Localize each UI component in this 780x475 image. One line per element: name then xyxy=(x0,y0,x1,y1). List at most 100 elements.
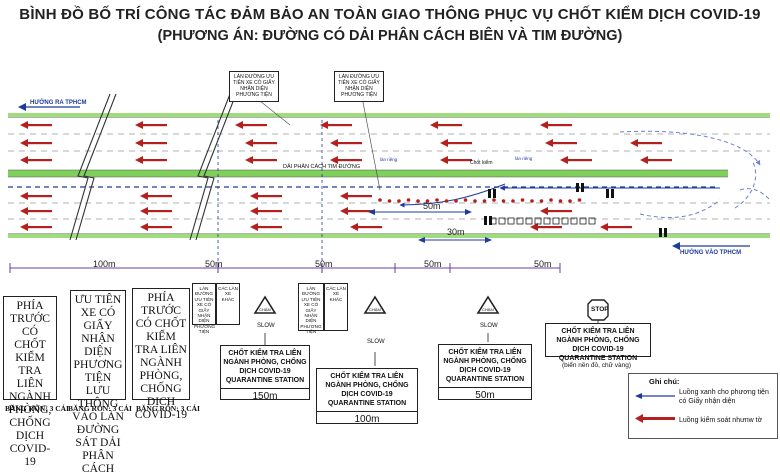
stop-sign-text: STOP xyxy=(591,306,609,313)
lane-arrow xyxy=(346,195,372,198)
diagram-title: BÌNH ĐỒ BỐ TRÍ CÔNG TÁC ĐẢM BẢO AN TOÀN … xyxy=(19,6,761,23)
barrier-block xyxy=(579,217,587,225)
lane-arrow-head xyxy=(245,139,253,147)
station-distance: 50m xyxy=(439,387,531,401)
barrier-block xyxy=(570,217,578,225)
cone xyxy=(558,199,563,203)
cone xyxy=(577,198,582,202)
legend-item-control: Luồng kiểm soát nhưnw tờ xyxy=(679,417,763,424)
station-text: CHỐT KIỂM TRA LIÊN NGÀNH PHÒNG, CHỐNG DỊ… xyxy=(443,349,527,374)
quarantine-station-sign: CHỐT KIỂM TRA LIÊN NGÀNH PHÒNG, CHỐNG DỊ… xyxy=(316,368,418,425)
cone xyxy=(435,198,439,202)
cham-sign-text: CHẬM xyxy=(259,307,271,312)
lane-arrow xyxy=(546,124,572,127)
legend-title: Ghi chú: xyxy=(649,377,680,386)
road-distance-30m: 30m xyxy=(447,227,465,237)
lane-arrow xyxy=(336,142,362,145)
lane-arrow-head xyxy=(545,139,553,147)
lane-arrow xyxy=(26,159,52,162)
lane-arrow xyxy=(606,226,632,229)
lane-arrow-head xyxy=(235,121,243,129)
lane-arrow xyxy=(546,210,572,213)
checkpoint-label: Chốt kiểm xyxy=(470,160,493,166)
lane-arrow-head xyxy=(330,139,338,147)
lane-arrow-head xyxy=(250,207,258,215)
lane-arrow-head xyxy=(20,223,28,231)
lane-arrow xyxy=(251,142,277,145)
station-en: QUARANTINE STATION xyxy=(327,400,407,407)
distance-label: 50m xyxy=(534,259,552,269)
lane-arrow-head xyxy=(135,156,143,164)
lane-arrow xyxy=(346,210,372,213)
lane-arrow xyxy=(146,210,172,213)
quarantine-station-sign: CHỐT KIỂM TRA LIÊN NGÀNH PHÒNG, CHỐNG DỊ… xyxy=(545,323,651,362)
lane-arrow xyxy=(256,210,282,213)
lane-arrow xyxy=(446,159,472,162)
top-green-verge xyxy=(8,113,770,117)
cone xyxy=(416,199,420,203)
lane-arrow xyxy=(256,226,282,229)
lane-arrow xyxy=(141,124,167,127)
cone xyxy=(378,198,382,202)
priority-lane-callout: LÀN ĐƯỜNG ƯU TIÊN XE CÓ GIẤY NHẬN DIỆN P… xyxy=(334,71,384,102)
legend-box: Ghi chú: Luồng xanh cho phương tiện có G… xyxy=(628,373,778,439)
flow-arrow xyxy=(639,199,721,219)
cone xyxy=(387,199,392,203)
cone xyxy=(463,198,468,202)
quarantine-station-sign: CHỐT KIỂM TRA LIÊN NGÀNH PHÒNG, CHỐNG DỊ… xyxy=(220,345,310,402)
cone xyxy=(482,199,487,203)
barrier-block xyxy=(534,217,542,225)
lane-arrow-head xyxy=(430,121,438,129)
slow-sign-text: SLOW xyxy=(480,323,498,329)
lane-arrow-head xyxy=(530,223,538,231)
cone xyxy=(549,198,553,202)
lane-arrow-head xyxy=(20,156,28,164)
priority-lane-callout: LÀN ĐƯỜNG ƯU TIÊN XE CÓ GIẤY NHẬN DIỆN P… xyxy=(229,71,279,102)
lane-arrow-head xyxy=(330,156,338,164)
banner-caption: BĂNG RÔN: 3 CÁI xyxy=(68,404,132,413)
cone xyxy=(397,199,401,203)
station-text: CHỐT KIỂM TRA LIÊN NGÀNH PHÒNG, CHỐNG DỊ… xyxy=(556,328,640,353)
lane-arrow xyxy=(256,195,282,198)
cone xyxy=(511,199,515,203)
lane-arrow-head xyxy=(340,192,348,200)
cham-sign-text: CHẬM xyxy=(482,307,494,312)
barrier-block xyxy=(498,217,506,225)
lane-arrow-head xyxy=(140,207,148,215)
lane-arrow-head xyxy=(245,156,253,164)
cone xyxy=(530,199,534,203)
lane-arrow-head xyxy=(350,223,358,231)
distance-label: 100m xyxy=(93,259,116,269)
traffic-cones xyxy=(378,198,596,225)
cone xyxy=(501,199,506,203)
lane-arrow-head xyxy=(20,121,28,129)
sign-position-guides xyxy=(217,120,323,275)
cone xyxy=(473,199,477,203)
bottom-green-verge xyxy=(8,234,770,238)
green-median xyxy=(8,170,728,177)
other-lanes-sign: CÁC LÀN XE KHÁC xyxy=(324,283,348,331)
station-distance: 100m xyxy=(317,411,417,425)
station-text: CHỐT KIỂM TRA LIÊN NGÀNH PHÒNG, CHỐNG DỊ… xyxy=(325,373,409,398)
legend-item-green: Luồng xanh cho phương tiện có Giấy nhận … xyxy=(679,389,769,405)
cone xyxy=(406,198,411,202)
flow-arrow xyxy=(619,130,761,166)
cone xyxy=(454,199,458,203)
lane-arrow xyxy=(436,124,462,127)
lane-arrow-head xyxy=(640,156,648,164)
lane-marker-label: làn riêng xyxy=(515,156,533,161)
lane-arrow-head xyxy=(600,223,608,231)
lane-arrow-head xyxy=(440,156,448,164)
lane-arrow xyxy=(141,159,167,162)
lane-arrow-head xyxy=(140,192,148,200)
lane-arrow xyxy=(646,159,672,162)
banner-board: ƯU TIÊN XE CÓ GIẤY NHẬN DIỆN PHƯƠNG TIỆN… xyxy=(70,290,126,475)
flow-arrow xyxy=(739,188,771,201)
lane-arrow xyxy=(566,159,592,162)
lane-arrow xyxy=(356,226,382,229)
lane-priority-sign: LÀN ĐƯỜNG ƯU TIÊN XE CÓ GIẤY NHẬN DIỆN P… xyxy=(298,283,324,334)
lane-arrow xyxy=(26,195,52,198)
barrier-block xyxy=(525,217,533,225)
lane-arrow xyxy=(251,159,277,162)
lane-arrow xyxy=(326,124,352,127)
